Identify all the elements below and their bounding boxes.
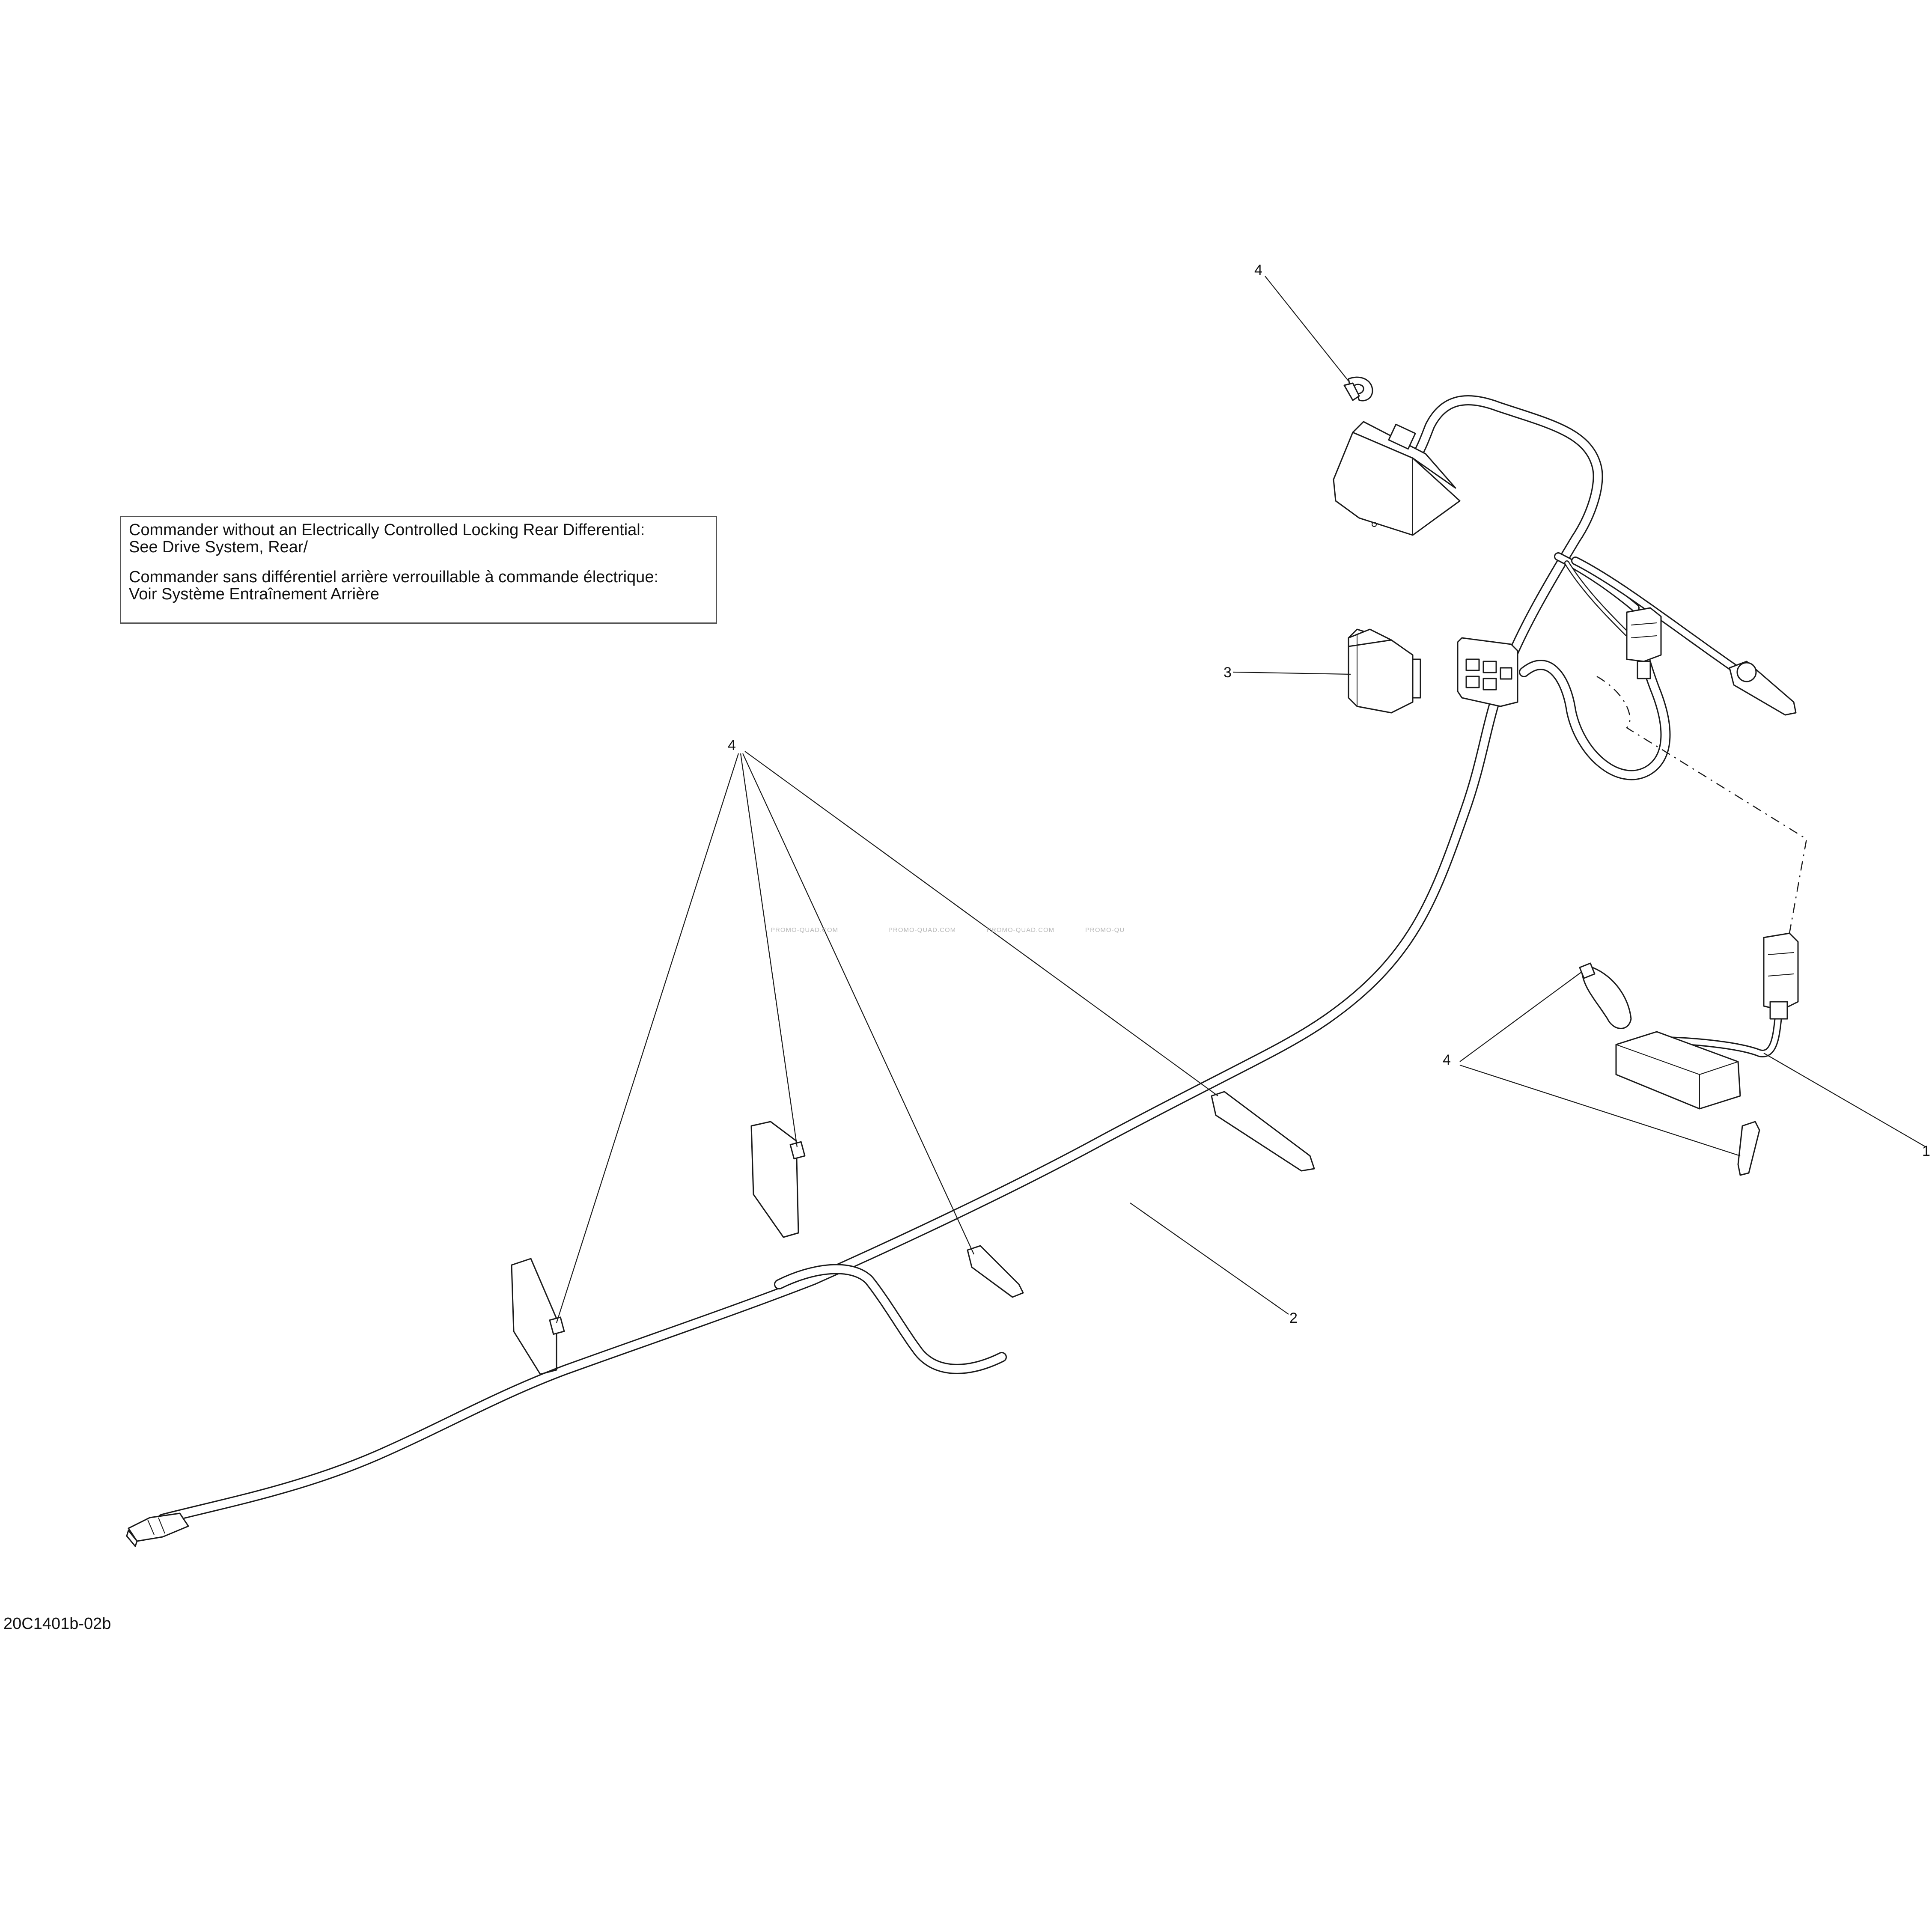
callout-1: 1 — [1922, 1143, 1930, 1159]
watermark-4: PROMO-QU — [1085, 926, 1125, 934]
switch — [1348, 628, 1421, 714]
note-spacer — [129, 556, 708, 569]
main-wiring-harness — [158, 395, 1603, 1524]
reference-note: Commander without an Electrically Contro… — [120, 516, 717, 624]
cable-tie-clip-4 — [1211, 1091, 1315, 1172]
cable-tie-loop-1 — [511, 1258, 565, 1375]
note-line-1: Commander without an Electrically Contro… — [129, 521, 645, 539]
cable-tie-loop-2 — [750, 1121, 806, 1238]
loose-clip — [1579, 962, 1632, 1029]
callout-2: 2 — [1289, 1310, 1298, 1326]
callout-4-left: 4 — [728, 737, 736, 753]
harness-branch-right — [1519, 552, 1738, 780]
harness-dip-section — [774, 1264, 1007, 1374]
watermark-1: PROMO-QUAD.COM — [771, 926, 839, 934]
callout-4-top: 4 — [1254, 262, 1262, 278]
junction-connector — [1457, 637, 1518, 707]
note-line-4: Voir Système Entraînement Arrière — [129, 585, 380, 603]
watermark-3: PROMO-QUAD.COM — [987, 926, 1055, 934]
callout-4-right: 4 — [1443, 1052, 1451, 1068]
part-1-module — [1615, 932, 1799, 1110]
leader-lines — [556, 276, 1927, 1323]
note-line-3: Commander sans différentiel arrière verr… — [129, 568, 659, 586]
part-1-cable — [1657, 1011, 1783, 1057]
push-tie — [1737, 1121, 1760, 1176]
cable-tie-clip-3 — [967, 1245, 1024, 1298]
note-line-2: See Drive System, Rear/ — [129, 538, 308, 556]
watermark-2: PROMO-QUAD.COM — [888, 926, 956, 934]
callout-3: 3 — [1224, 664, 1232, 681]
sensor-plug — [1729, 661, 1797, 716]
harness-end-connector — [126, 1512, 189, 1547]
top-clip — [1343, 376, 1373, 402]
drawing-id: 20C1401b-02b — [3, 1615, 111, 1633]
branch-connector — [1626, 607, 1662, 679]
control-module — [1333, 421, 1461, 536]
